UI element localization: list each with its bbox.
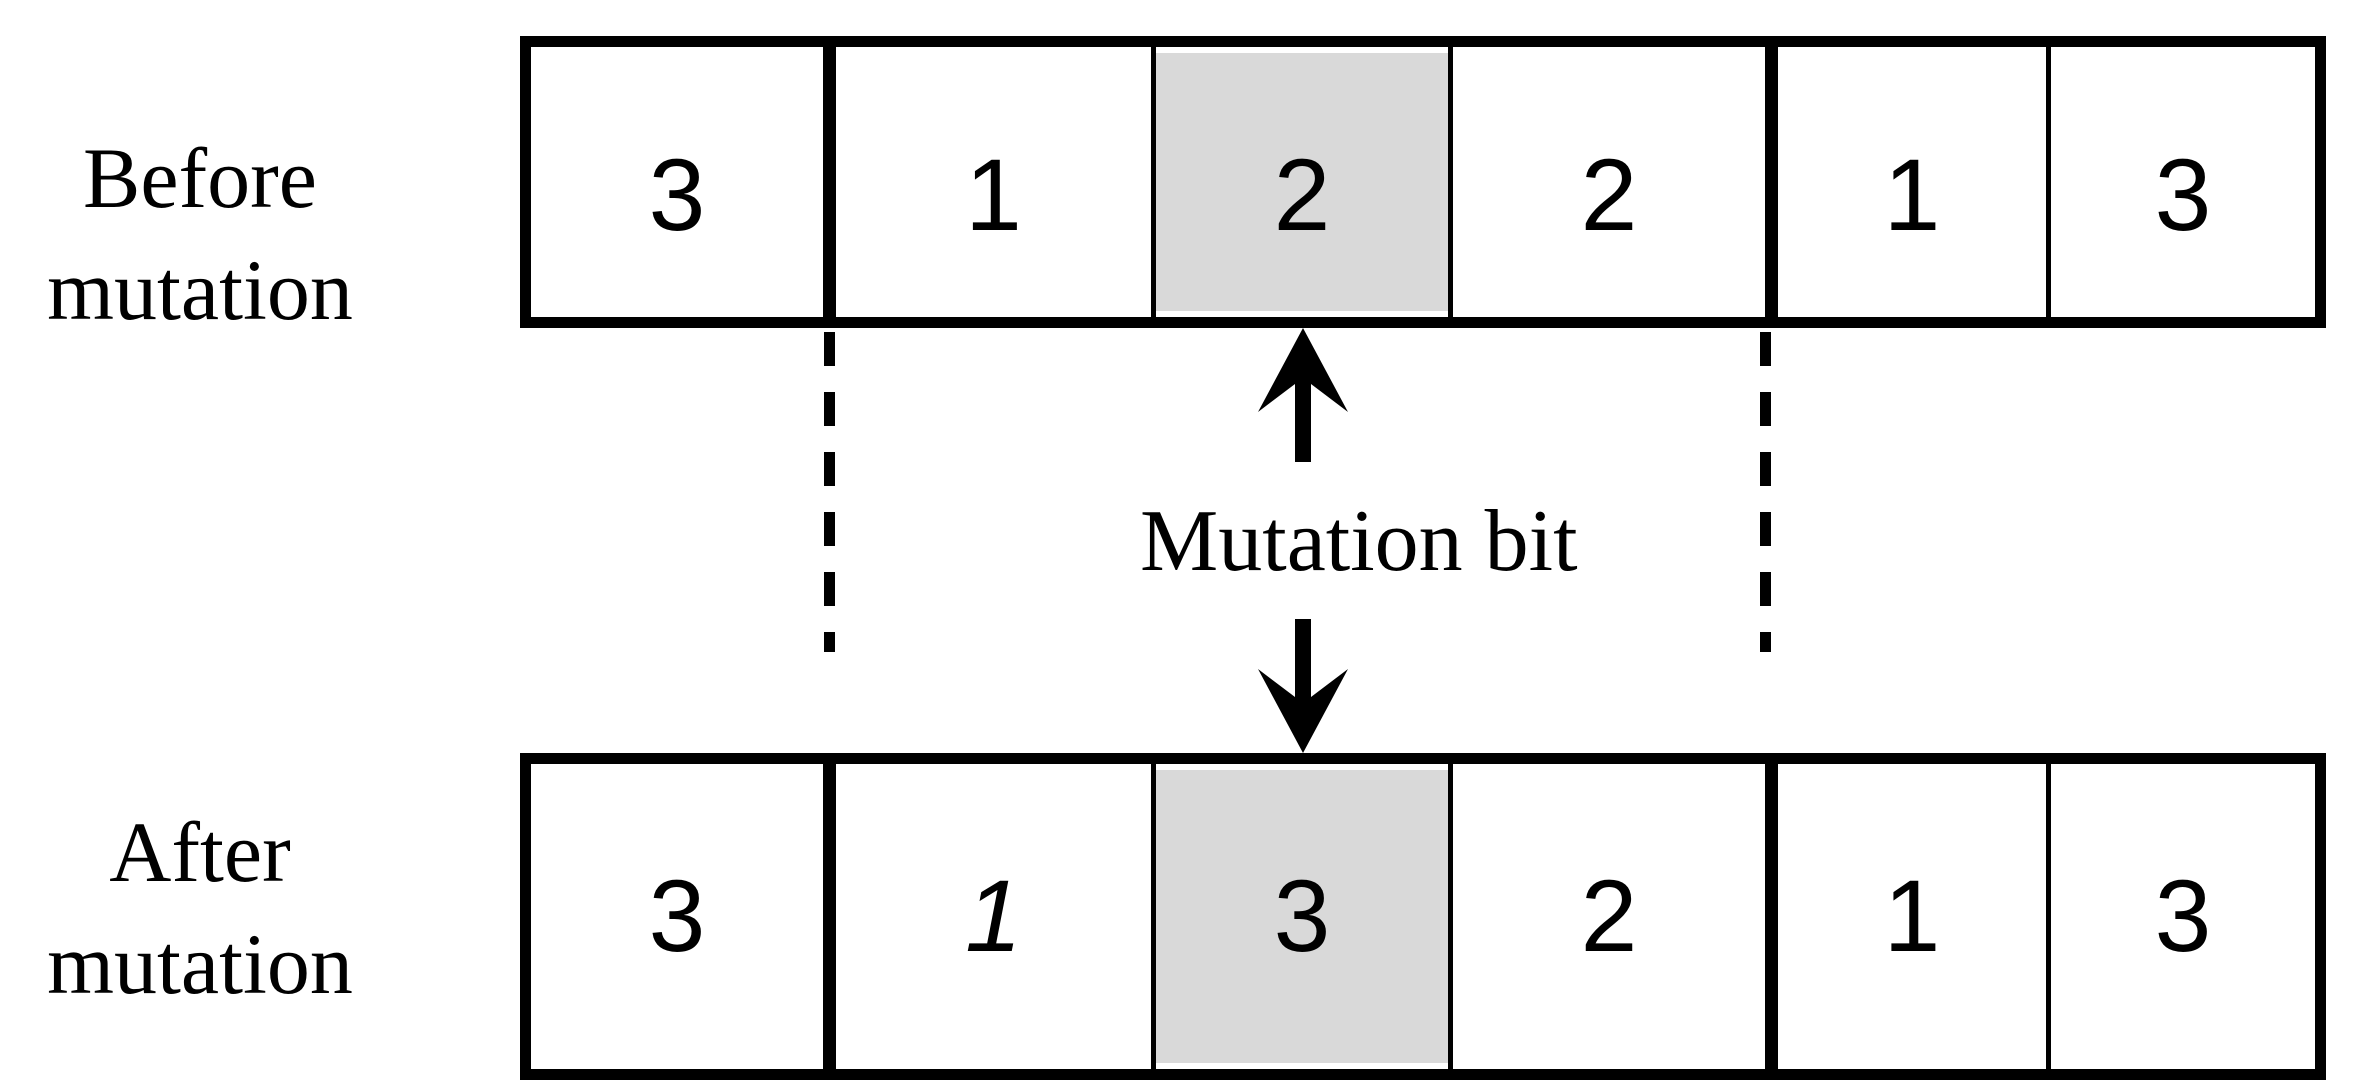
before-label-line1: Before	[83, 130, 317, 226]
gene-cell: 3	[531, 47, 836, 317]
gene-cell: 3	[2154, 137, 2212, 252]
gene-cell: 2	[1453, 764, 1778, 1069]
after-label-line2: mutation	[47, 916, 353, 1012]
mutation-bit-label: Mutation bit	[1140, 493, 1578, 590]
gene-cell: 3	[531, 764, 836, 1069]
dashed-separator-right	[1760, 332, 1771, 652]
before-label-line2: mutation	[47, 242, 353, 338]
after-mutation-label: After mutation	[0, 796, 400, 1020]
before-mutation-label: Before mutation	[0, 122, 400, 346]
after-label-line1: After	[109, 804, 291, 900]
gene-cell-mutation-bit: 2	[1156, 47, 1453, 317]
dashed-separator-left	[824, 332, 835, 652]
gene-cell-mutation-bit: 3	[1156, 764, 1453, 1069]
gene-cell: 1	[836, 47, 1156, 317]
down-arrow-icon	[1258, 619, 1348, 753]
chromosome-row-after: 3 1 3 2 1 3	[520, 753, 2326, 1080]
up-arrow-icon	[1258, 328, 1348, 462]
chromosome-row-before: 3 1 2 2 1 3	[520, 36, 2326, 328]
gene-cell: 3	[2154, 859, 2212, 973]
gene-cell: 1	[1778, 764, 2051, 1069]
gene-cell: 1	[1778, 47, 2051, 317]
gene-cell-mutated-neighbor: 1	[836, 764, 1156, 1069]
gene-cell: 2	[1453, 47, 1778, 317]
